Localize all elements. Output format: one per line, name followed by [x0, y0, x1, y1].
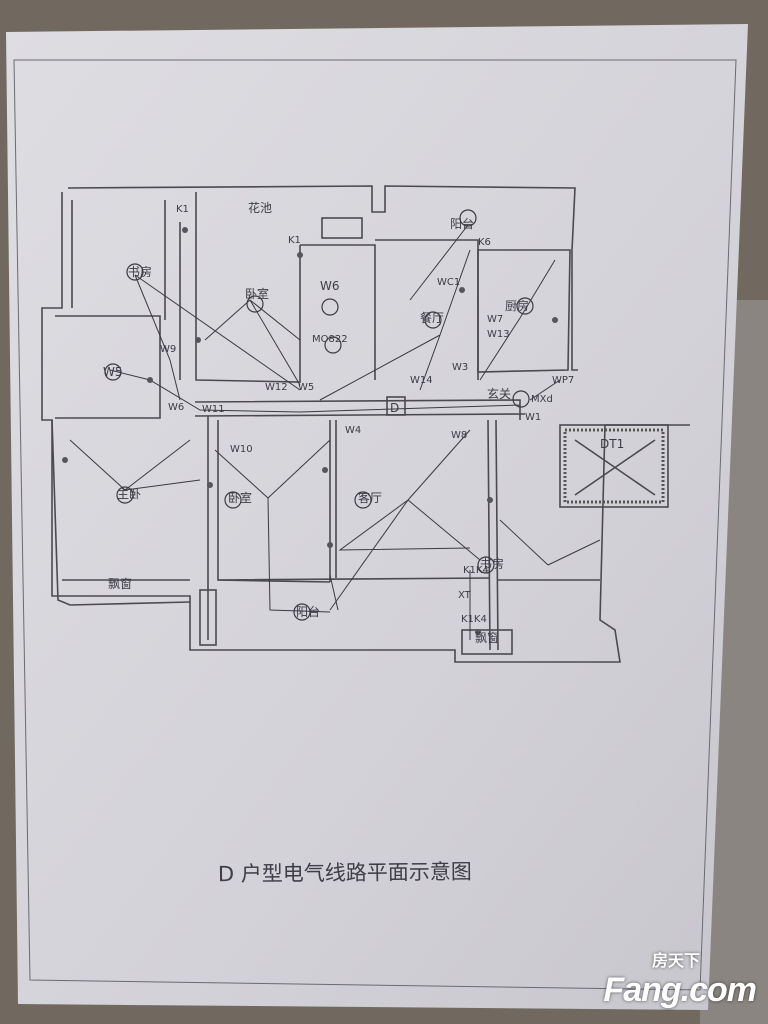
- label-w3: W3: [452, 362, 468, 373]
- label-planter: 花池: [248, 200, 272, 215]
- label-mxd: MXd: [531, 394, 553, 405]
- label-balcony-top: 阳台: [450, 216, 474, 231]
- label-k1-b: K1: [288, 235, 301, 246]
- label-wp7: WP7: [552, 375, 574, 386]
- label-k1k4-b: K1K4: [461, 614, 487, 625]
- label-w6-top: W6: [320, 279, 340, 293]
- label-bay-window-left: 飘窗: [108, 577, 132, 591]
- label-w9: W9: [160, 344, 176, 355]
- label-w6-low: W6: [168, 402, 184, 413]
- label-w1: W1: [525, 412, 541, 423]
- label-w4: W4: [345, 425, 361, 436]
- label-wc1: WC1: [437, 277, 460, 288]
- paper-sheet: [6, 24, 748, 1010]
- label-w10: W10: [230, 444, 253, 455]
- label-bay-window-right: 飘窗: [475, 631, 499, 645]
- label-w7: W7: [487, 314, 503, 325]
- paper-border: [13, 59, 737, 991]
- label-w8: W8: [451, 430, 467, 441]
- light-fixtures: [62, 209, 558, 635]
- label-dining: 餐厅: [420, 310, 444, 325]
- label-w11: W11: [202, 404, 225, 415]
- room-labels: 书房 花池 卧室 阳台 餐厅 厨房 玄关 主卧 卧室 客厅 书房 飘窗 飘窗 阳…: [108, 200, 624, 645]
- label-xt: XT: [458, 590, 472, 601]
- circuit-labels: K1 K1 K6 W6 W9 W5 W6 W11 W12 W5 MO822 WC…: [103, 204, 574, 625]
- label-master-bedroom: 主卧: [117, 487, 141, 501]
- label-bedroom-mid: 卧室: [228, 490, 252, 505]
- label-bedroom-top: 卧室: [245, 286, 269, 301]
- label-balcony-bottom: 阳台: [296, 604, 320, 619]
- label-k1-a: K1: [176, 204, 189, 215]
- label-foyer: 玄关: [487, 386, 511, 401]
- watermark-en: Fang.com: [603, 971, 757, 1009]
- wiring-lines: [69, 224, 601, 640]
- watermark: 房天下 Fang.com: [603, 947, 757, 1010]
- diagram-title: D 户型电气线路平面示意图: [218, 860, 472, 887]
- floor-plan-walls: [41, 185, 690, 663]
- label-w5: W5: [298, 382, 314, 393]
- label-unit-mark: D: [390, 401, 399, 415]
- label-study-top: 书房: [128, 264, 152, 279]
- label-w14: W14: [410, 375, 433, 386]
- label-w5-bath: W5: [103, 365, 123, 379]
- label-living: 客厅: [358, 490, 382, 505]
- label-k1k4-a: K1K4: [463, 565, 489, 576]
- watermark-cn: 房天下: [651, 951, 700, 970]
- label-kitchen: 厨房: [505, 298, 529, 313]
- label-elevator: DT1: [600, 437, 624, 451]
- label-w12: W12: [265, 382, 288, 393]
- label-study-right: 书房: [480, 556, 504, 571]
- label-mo822: MO822: [312, 334, 348, 345]
- label-w13: W13: [487, 329, 510, 340]
- label-k6: K6: [478, 237, 491, 248]
